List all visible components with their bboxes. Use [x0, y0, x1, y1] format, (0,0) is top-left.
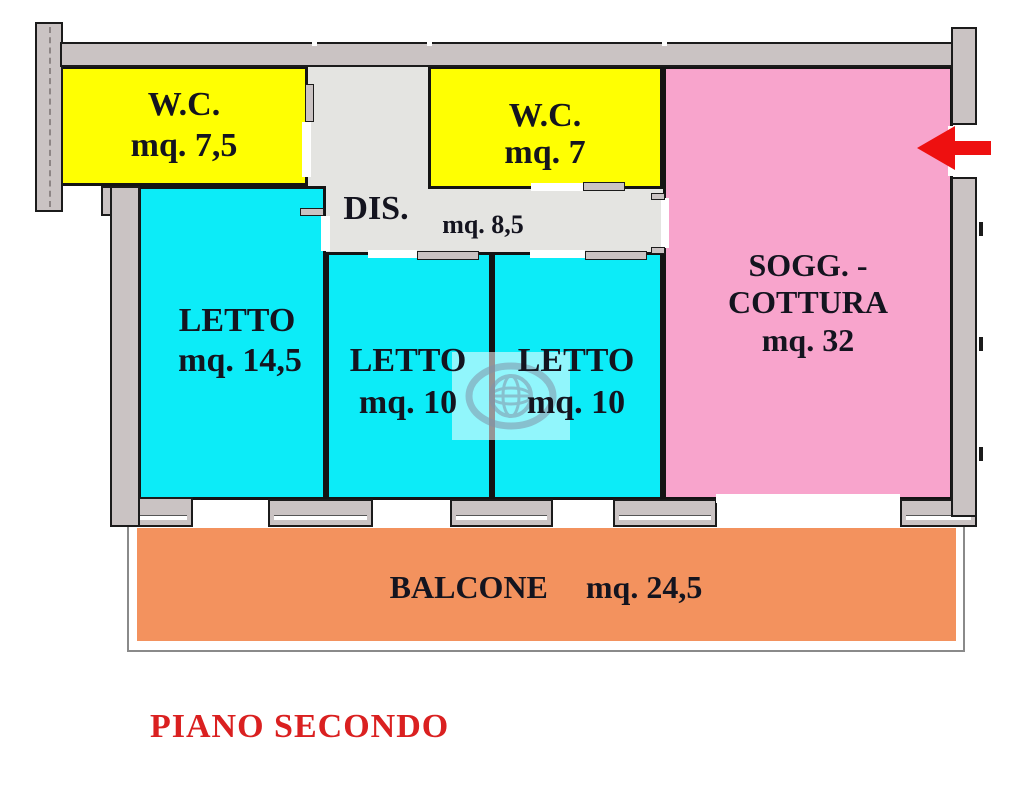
door-gap-letto-right — [530, 250, 585, 258]
wall-tick-right-3 — [979, 447, 983, 461]
label-wc-left-name: W.C. — [147, 86, 221, 123]
label-letto-middle-area: mq. 10 — [358, 384, 458, 421]
label-letto-left-area: mq. 14,5 — [178, 342, 302, 379]
window-pier-4 — [613, 499, 717, 527]
label-balcone: BALCONE mq. 24,5 — [390, 571, 703, 603]
door-gap-wc-left — [302, 122, 311, 177]
entrance-arrow-tail — [954, 141, 991, 155]
room-disimpegno-corridor — [326, 186, 663, 256]
balcony-outline — [127, 527, 965, 652]
label-soggiorno-area: mq. 32 — [761, 322, 855, 358]
door-gap-balcony — [716, 494, 900, 503]
label-dis-name: DIS. — [343, 190, 409, 227]
door-leaf-wc-left — [305, 84, 314, 122]
window-sill — [274, 515, 367, 520]
window-sill — [116, 515, 187, 520]
label-letto-left-name: LETTO — [178, 302, 296, 339]
wall-left — [110, 186, 140, 527]
window-sill — [456, 515, 547, 520]
label-balcone-name: BALCONE — [389, 569, 548, 605]
door-gap-letto-left — [321, 216, 330, 251]
wall-hatch-line — [49, 27, 51, 207]
room-letto-left — [138, 186, 326, 500]
door-gap-soggiorno — [661, 198, 669, 248]
door-leaf-letto-right — [585, 251, 647, 260]
room-balcone — [137, 528, 956, 641]
label-wc-left-area: mq. 7,5 — [130, 127, 238, 164]
door-stub-soggiorno-bottom — [651, 247, 665, 254]
window-pier-3 — [450, 499, 553, 527]
entrance-arrow-head — [917, 126, 955, 170]
wall-pillar-top-left — [35, 22, 63, 212]
wall-tick-right-2 — [979, 337, 983, 351]
room-soggiorno-cottura — [663, 66, 953, 500]
wall-joint — [427, 42, 432, 46]
window-sill — [619, 515, 711, 520]
door-gap-letto-middle — [368, 250, 417, 258]
globe-watermark-icon — [452, 352, 570, 440]
label-letto-middle-name: LETTO — [349, 342, 467, 379]
label-letto-right-area: mq. 10 — [526, 384, 626, 421]
label-letto-right-name: LETTO — [517, 342, 635, 379]
door-leaf-wc-right — [583, 182, 625, 191]
wall-right — [951, 177, 977, 517]
label-soggiorno-name-line1: SOGG. - — [748, 247, 868, 283]
label-wc-right-name: W.C. — [508, 97, 582, 134]
window-pier-2 — [268, 499, 373, 527]
wall-top — [60, 42, 957, 67]
door-leaf-letto-middle — [417, 251, 479, 260]
wall-pillar-top-right — [951, 27, 977, 125]
wall-tick-right-1 — [979, 222, 983, 236]
door-gap-wc-right — [531, 183, 583, 191]
label-soggiorno-name-line2: COTTURA — [727, 284, 889, 320]
floor-title: PIANO SECONDO — [150, 708, 450, 745]
door-stub-soggiorno-top — [651, 193, 665, 200]
label-balcone-area: mq. 24,5 — [585, 569, 703, 605]
entrance-arrow-icon — [917, 126, 991, 170]
label-wc-right-area: mq. 7 — [504, 134, 586, 171]
wall-joint — [662, 42, 667, 46]
room-wc-left — [60, 66, 308, 186]
window-sill — [906, 515, 971, 520]
label-dis-area: mq. 8,5 — [442, 210, 524, 239]
door-leaf-letto-left — [300, 208, 324, 216]
wall-joint — [312, 42, 317, 46]
